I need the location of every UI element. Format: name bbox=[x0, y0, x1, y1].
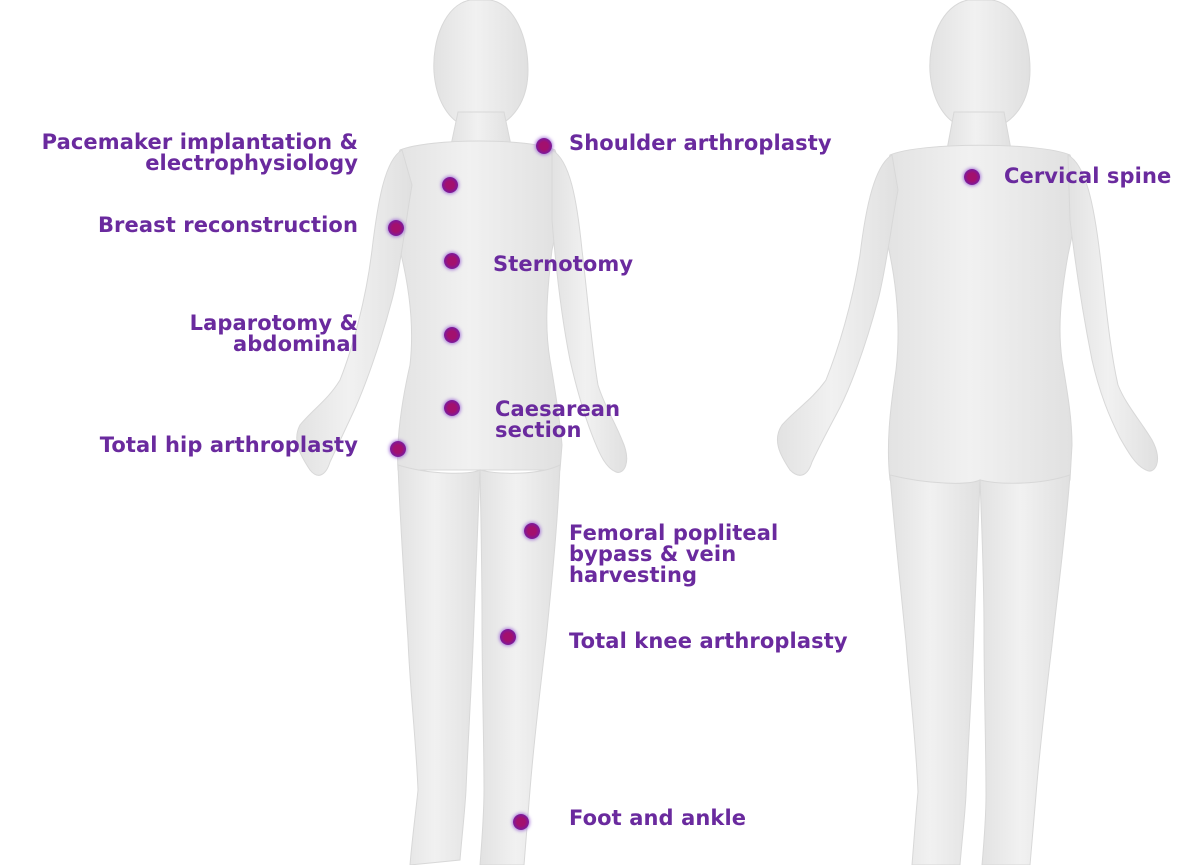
label-knee: Total knee arthroplasty bbox=[569, 631, 848, 652]
front-right-leg bbox=[480, 465, 560, 865]
marker-sternotomy[interactable] bbox=[444, 253, 460, 269]
marker-hip[interactable] bbox=[390, 441, 406, 457]
back-head bbox=[930, 0, 1030, 125]
label-cervical: Cervical spine bbox=[1004, 166, 1171, 187]
front-head bbox=[434, 0, 528, 125]
marker-foot[interactable] bbox=[513, 814, 529, 830]
marker-femoral[interactable] bbox=[524, 523, 540, 539]
label-foot: Foot and ankle bbox=[569, 808, 746, 829]
back-left-arm bbox=[777, 155, 898, 475]
label-pacemaker: Pacemaker implantation & electrophysiolo… bbox=[42, 132, 358, 174]
marker-shoulder[interactable] bbox=[536, 138, 552, 154]
back-left-leg bbox=[890, 475, 980, 865]
marker-caesarean[interactable] bbox=[444, 400, 460, 416]
back-right-arm bbox=[1068, 155, 1158, 471]
back-right-leg bbox=[980, 475, 1070, 865]
label-caesarean: Caesarean section bbox=[495, 399, 620, 441]
label-hip: Total hip arthroplasty bbox=[100, 435, 358, 456]
marker-cervical[interactable] bbox=[964, 169, 980, 185]
marker-knee[interactable] bbox=[500, 629, 516, 645]
marker-pacemaker[interactable] bbox=[442, 177, 458, 193]
back-body-figure bbox=[777, 0, 1157, 865]
label-sternotomy: Sternotomy bbox=[493, 254, 633, 275]
label-laparotomy: Laparotomy & abdominal bbox=[190, 313, 358, 355]
front-left-leg bbox=[398, 465, 480, 865]
label-shoulder: Shoulder arthroplasty bbox=[569, 133, 832, 154]
label-breast: Breast reconstruction bbox=[98, 215, 358, 236]
label-femoral: Femoral popliteal bypass & vein harvesti… bbox=[569, 523, 778, 586]
back-torso bbox=[883, 145, 1076, 484]
marker-breast[interactable] bbox=[388, 220, 404, 236]
marker-laparotomy[interactable] bbox=[444, 327, 460, 343]
